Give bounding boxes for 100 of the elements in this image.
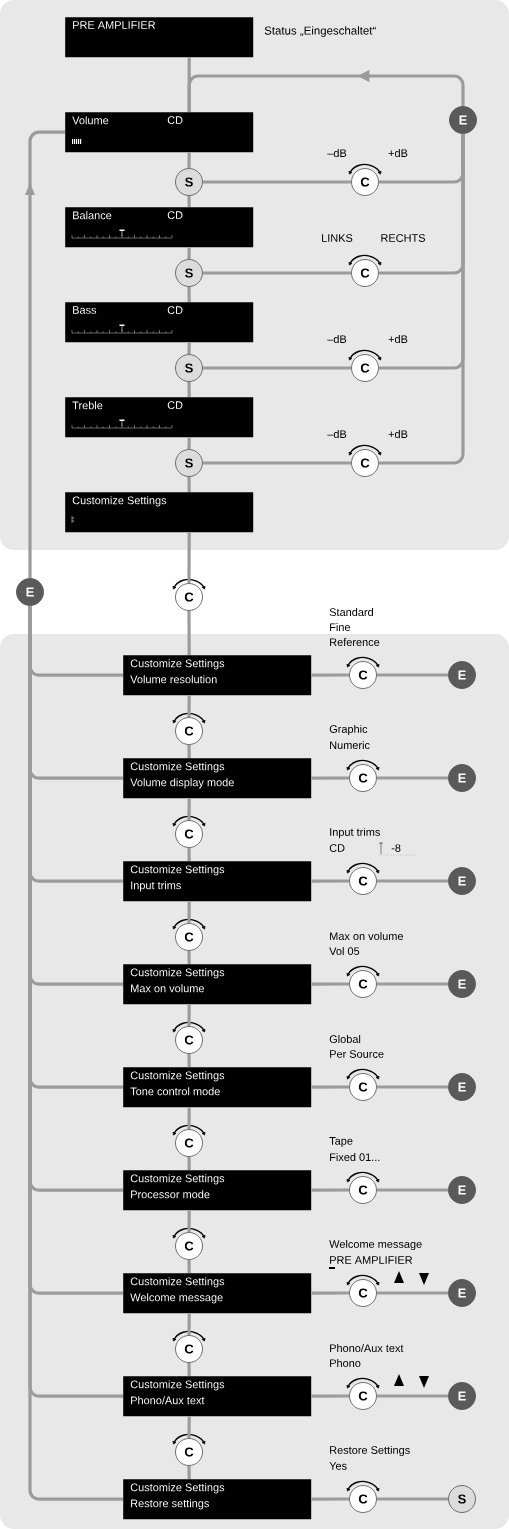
display-box: Treble CD bbox=[65, 397, 254, 438]
rotary-control: C bbox=[172, 1330, 206, 1363]
option-label: Vol 05 bbox=[329, 947, 360, 956]
option-label: Reference bbox=[330, 638, 380, 647]
display-box: Customize Settings Restore settings bbox=[123, 1479, 312, 1520]
display-box: PRE AMPLIFIER bbox=[65, 17, 254, 58]
direction-label: +dB bbox=[388, 149, 408, 158]
direction-label: +dB bbox=[388, 430, 408, 439]
rotary-control: C bbox=[346, 1377, 380, 1410]
node-label: CD bbox=[167, 211, 183, 219]
connector-line bbox=[202, 366, 352, 370]
node-label: CD bbox=[167, 116, 183, 124]
connector-line bbox=[376, 1085, 449, 1089]
arrow bbox=[25, 130, 65, 579]
connector-line bbox=[187, 437, 191, 450]
node-label: Bass bbox=[73, 306, 97, 314]
exit-button: E bbox=[448, 1279, 476, 1307]
display-box: Volume CD bbox=[65, 112, 254, 153]
option-label: -8 bbox=[391, 844, 401, 852]
exit-button: E bbox=[448, 970, 476, 998]
node-label: Treble bbox=[72, 401, 103, 410]
rotary-control: C bbox=[348, 349, 382, 382]
direction-label: –dB bbox=[327, 149, 347, 158]
select-button: S bbox=[175, 259, 203, 287]
option-label: Standard bbox=[329, 608, 373, 617]
rotary-control: C bbox=[346, 965, 380, 998]
rotary-control: C bbox=[348, 444, 382, 477]
rotary-control: C bbox=[346, 1068, 380, 1101]
connector-line bbox=[311, 879, 350, 883]
connector-line bbox=[187, 798, 191, 821]
option-label: Phono bbox=[330, 1359, 361, 1368]
direction-label: RECHTS bbox=[381, 234, 425, 242]
connector-line bbox=[187, 152, 191, 169]
display-box: Bass CD bbox=[65, 302, 254, 343]
display-box: Balance CD bbox=[65, 207, 254, 248]
display-box: Customize Settings Processor mode bbox=[123, 1170, 312, 1211]
direction-label: LINKS bbox=[322, 234, 353, 242]
rotary-control: C bbox=[346, 1274, 380, 1307]
connector-line bbox=[187, 950, 191, 965]
display-box: Customize Settings Max on volume bbox=[123, 964, 312, 1005]
rotary-control: C bbox=[346, 1171, 380, 1204]
exit-button: E bbox=[448, 661, 476, 689]
rotary-control: C bbox=[172, 1021, 206, 1054]
connector-line bbox=[187, 247, 191, 260]
connector-line bbox=[187, 342, 191, 355]
select-button: S bbox=[175, 449, 203, 477]
node-label: Volume bbox=[72, 116, 109, 125]
option-label: CD bbox=[329, 844, 345, 852]
connector-line bbox=[376, 1291, 449, 1295]
connector-line bbox=[187, 1156, 191, 1171]
connector-line bbox=[187, 1313, 191, 1336]
exit-button: E bbox=[16, 578, 44, 606]
connector-line bbox=[376, 776, 449, 780]
rotary-control: C bbox=[348, 163, 382, 196]
connector-line bbox=[187, 695, 191, 718]
rotary-control: C bbox=[172, 1433, 206, 1466]
display-box: Customize Settings Volume display mode bbox=[123, 758, 312, 799]
exit-button: E bbox=[449, 106, 477, 134]
connector-line bbox=[187, 1053, 191, 1068]
connector-line bbox=[202, 271, 352, 275]
connector-line bbox=[376, 879, 449, 883]
connector-line bbox=[187, 847, 191, 862]
rotary-control: C bbox=[346, 1480, 380, 1513]
connector-line bbox=[187, 381, 191, 398]
display-box: Customize Settings Tone control mode bbox=[123, 1067, 312, 1108]
rotary-control: C bbox=[346, 759, 380, 792]
connector-line bbox=[311, 1394, 350, 1398]
connector-line bbox=[187, 286, 191, 303]
option-label: Restore Settings bbox=[330, 1445, 410, 1457]
select-button: S bbox=[448, 1485, 476, 1513]
connector-line bbox=[202, 461, 352, 465]
option-label: Max on volume bbox=[330, 932, 403, 941]
exit-button: E bbox=[448, 1073, 476, 1101]
option-label: Phono/Aux text bbox=[330, 1344, 404, 1353]
connector-line bbox=[311, 982, 350, 986]
arrow bbox=[187, 70, 465, 112]
exit-button: E bbox=[448, 764, 476, 792]
connector-line bbox=[376, 1188, 449, 1192]
connector-line bbox=[187, 1107, 191, 1130]
connector-line bbox=[187, 1210, 191, 1233]
direction-label: +dB bbox=[388, 335, 408, 344]
connector-line bbox=[187, 610, 191, 656]
connector-line bbox=[202, 180, 352, 184]
option-label: Welcome message bbox=[329, 1239, 422, 1251]
connector-line bbox=[187, 532, 191, 584]
display-box: Customize Settings Volume resolution bbox=[123, 655, 312, 696]
display-box: Customize Settings Input trims bbox=[123, 861, 312, 902]
node-label: Balance bbox=[73, 211, 112, 220]
connector-line bbox=[187, 1259, 191, 1274]
rotary-control: C bbox=[346, 656, 380, 689]
connector-line bbox=[311, 1291, 350, 1295]
select-button: S bbox=[175, 354, 203, 382]
option-label: Per Source bbox=[330, 1050, 384, 1058]
rotary-control: C bbox=[172, 578, 206, 611]
connector-line bbox=[311, 1085, 350, 1089]
rotary-control: C bbox=[172, 918, 206, 951]
rotary-control: C bbox=[172, 712, 206, 745]
direction-label: –dB bbox=[327, 335, 347, 344]
connector-line bbox=[376, 1394, 449, 1398]
status-label: Status „Eingeschaltet“ bbox=[264, 26, 376, 37]
